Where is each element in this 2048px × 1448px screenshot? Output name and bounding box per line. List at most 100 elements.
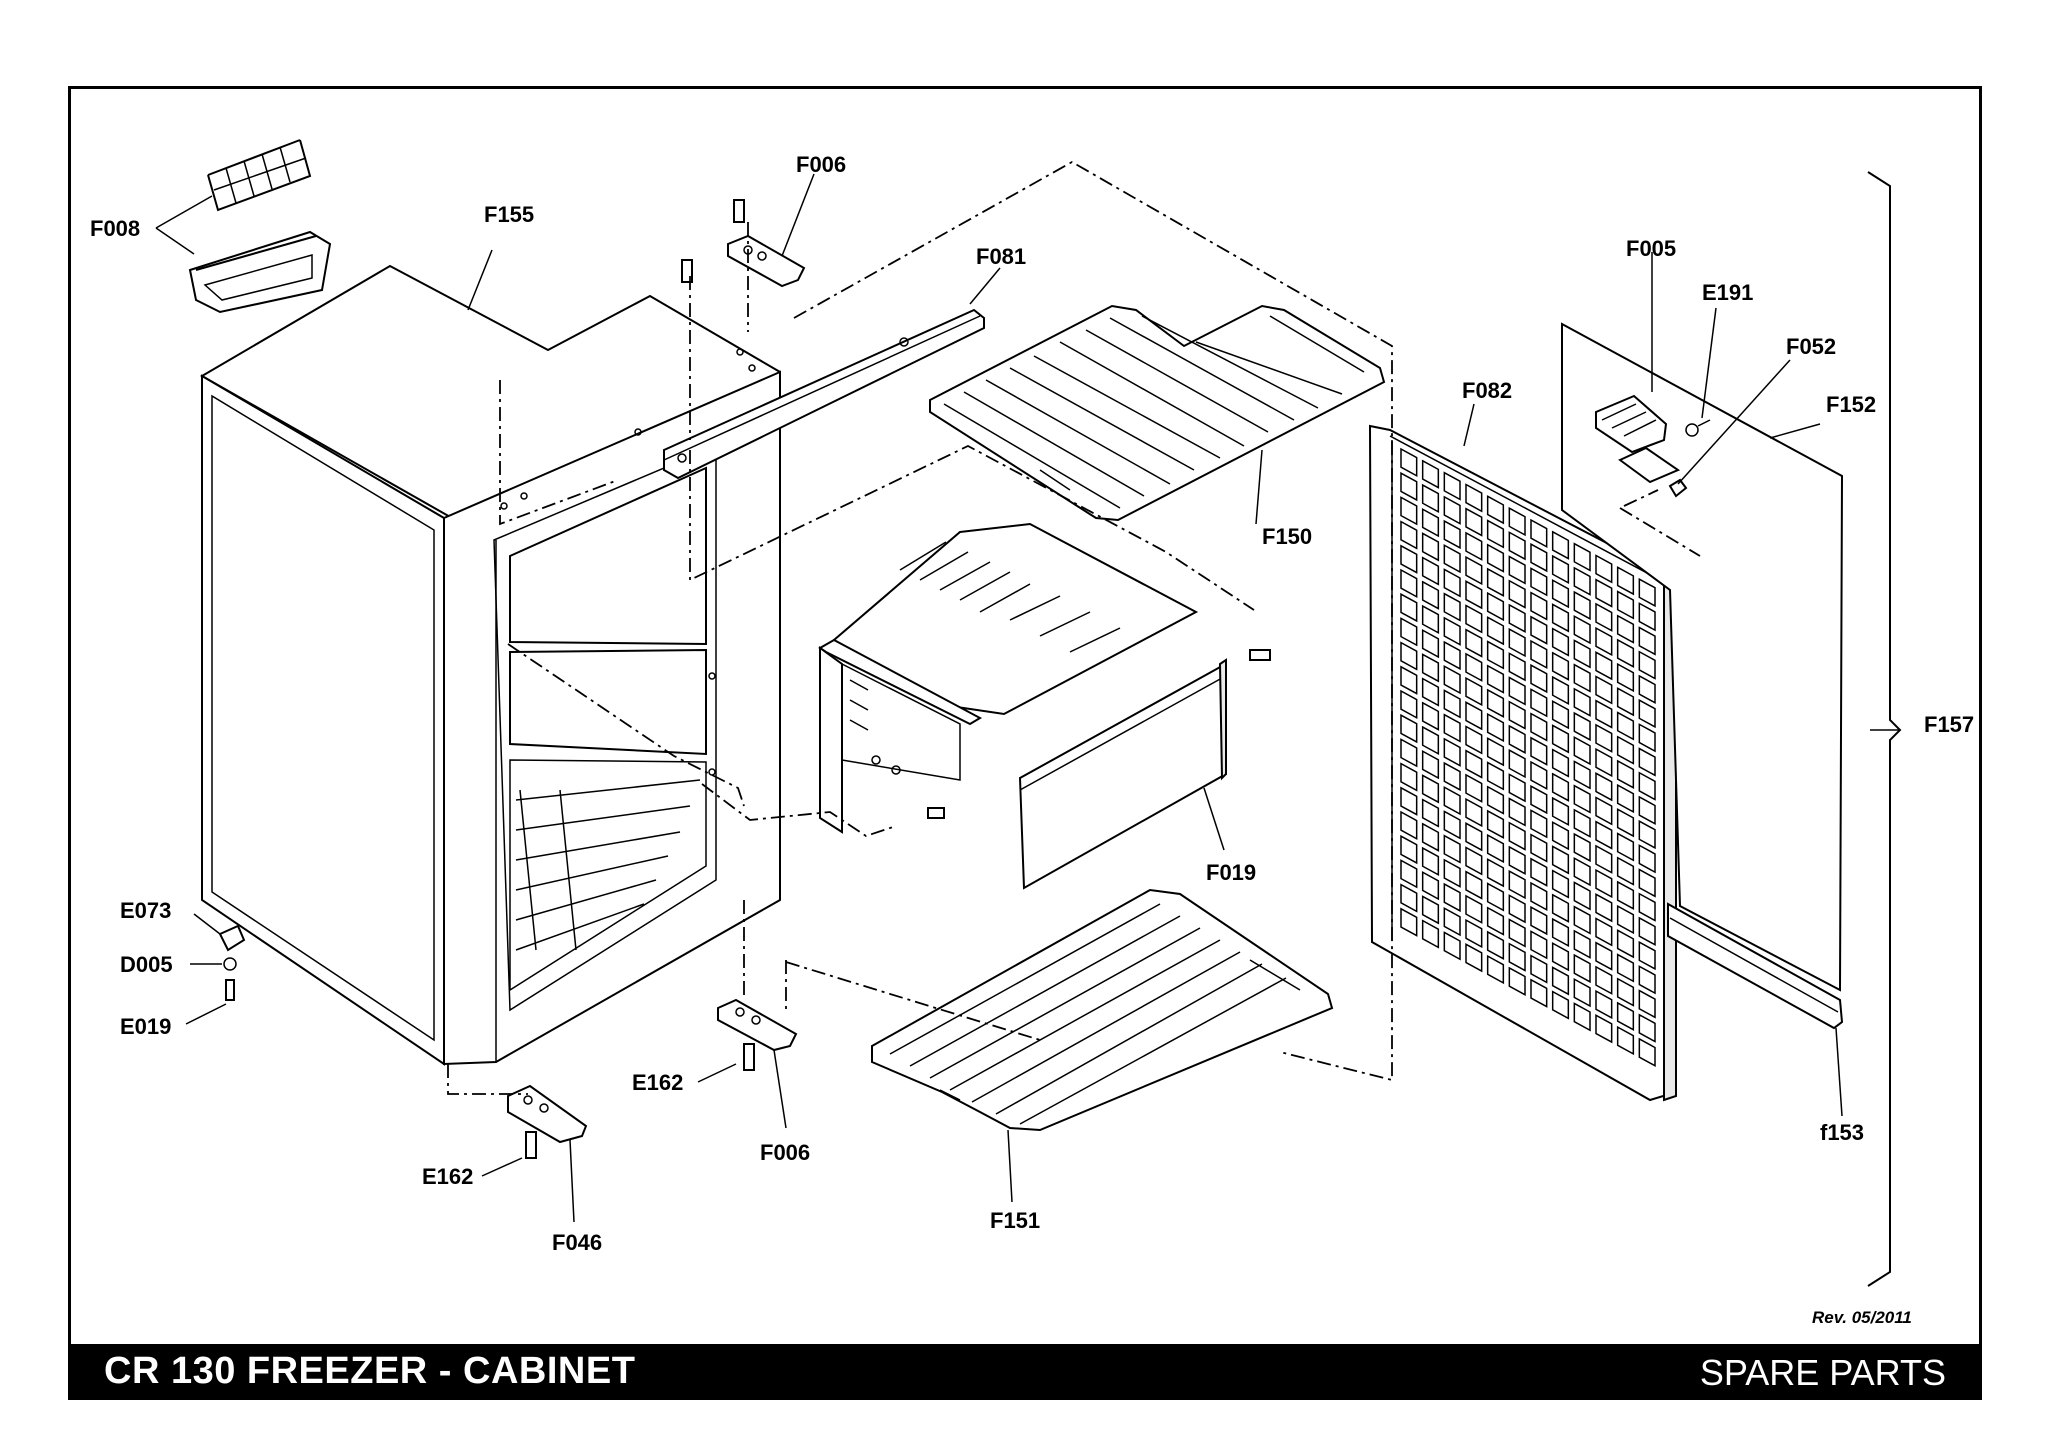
part-labels: F008 F155 F006 F081 F005 E191 F052 F082 … bbox=[90, 152, 1974, 1255]
door-back-part bbox=[1561, 322, 1844, 1030]
label-F052: F052 bbox=[1786, 334, 1836, 359]
door-grid-cell bbox=[1443, 544, 1461, 574]
door-grid-cell bbox=[1443, 786, 1461, 816]
door-grid-cell bbox=[1530, 567, 1548, 597]
label-F005: F005 bbox=[1626, 236, 1676, 261]
door-grid-cell bbox=[1400, 544, 1418, 574]
door-grid-cell bbox=[1486, 688, 1505, 718]
door-grid-cell bbox=[1508, 579, 1526, 609]
door-grid-cell bbox=[1595, 844, 1613, 874]
door-grid-cell bbox=[1616, 566, 1635, 596]
door-grid-cell bbox=[1508, 603, 1526, 633]
door-grid-cell bbox=[1508, 676, 1526, 706]
door-grid-cell bbox=[1638, 674, 1656, 704]
door-grid-cell bbox=[1551, 699, 1570, 730]
label-F019: F019 bbox=[1206, 860, 1256, 885]
door-grid-cell bbox=[1421, 846, 1440, 877]
door-grid-cell bbox=[1443, 907, 1461, 937]
door-grid-cell bbox=[1443, 858, 1461, 888]
door-grid-cell bbox=[1638, 747, 1656, 777]
door-grid-cell bbox=[1486, 833, 1505, 864]
door-grid-cell bbox=[1616, 929, 1635, 959]
door-panel-part bbox=[1368, 424, 1677, 1102]
door-grid-cell bbox=[1551, 748, 1570, 778]
door-grid-cell bbox=[1486, 519, 1505, 549]
door-grid-cell bbox=[1551, 893, 1570, 923]
door-grid-cell bbox=[1443, 689, 1461, 719]
door-grid-cell bbox=[1443, 810, 1461, 840]
label-E162-mid: E162 bbox=[632, 1070, 683, 1095]
door-grid-cell bbox=[1530, 736, 1548, 766]
door-grid-cell bbox=[1443, 640, 1461, 671]
door-grid-cell bbox=[1508, 918, 1526, 948]
door-grid-cell bbox=[1573, 711, 1591, 742]
door-grid-cell bbox=[1595, 917, 1613, 947]
door-grid-cell bbox=[1595, 965, 1613, 995]
door-grid-cell bbox=[1595, 1014, 1613, 1044]
door-grid-cell bbox=[1638, 1013, 1656, 1043]
door-grid-cell bbox=[1421, 749, 1440, 780]
door-grid-cell bbox=[1443, 616, 1461, 646]
door-grid-cell bbox=[1421, 459, 1440, 489]
door-grid-cell bbox=[1486, 640, 1505, 670]
door-grid-cell bbox=[1421, 532, 1440, 562]
door-grid-cell bbox=[1551, 578, 1570, 609]
door-grid-cell bbox=[1616, 735, 1635, 765]
door-grid-cell bbox=[1595, 820, 1613, 850]
door-grid-cell bbox=[1443, 568, 1461, 598]
door-grid-cell bbox=[1508, 724, 1526, 754]
door-grid-cell bbox=[1551, 796, 1570, 827]
door-grid-cell bbox=[1486, 543, 1505, 573]
door-grid-cell bbox=[1508, 845, 1526, 875]
door-grid-cell bbox=[1421, 701, 1440, 731]
door-grid-cell bbox=[1443, 592, 1461, 622]
door-grid-cell bbox=[1400, 859, 1418, 889]
door-grid-cell bbox=[1551, 724, 1570, 754]
door-grid-cell bbox=[1573, 905, 1591, 935]
door-grid-cell bbox=[1421, 774, 1440, 804]
door-grid-cell bbox=[1421, 604, 1440, 635]
door-grid-cell bbox=[1465, 773, 1483, 803]
door-grid-cell bbox=[1551, 820, 1570, 851]
door-grid-cell bbox=[1616, 1001, 1635, 1031]
door-grid-cell bbox=[1595, 723, 1613, 753]
door-grid-cell bbox=[1638, 916, 1656, 946]
leader-lines bbox=[155, 173, 1900, 1223]
door-grid-cell bbox=[1465, 701, 1483, 731]
door-grid-cell bbox=[1616, 614, 1635, 644]
door-grid-cell bbox=[1508, 627, 1526, 658]
door-grid-cell bbox=[1421, 677, 1440, 707]
label-E073: E073 bbox=[120, 898, 171, 923]
door-grid-cell bbox=[1616, 662, 1635, 693]
door-grid-cell bbox=[1573, 760, 1591, 790]
door-grid-cell bbox=[1421, 507, 1440, 538]
door-grid-cell bbox=[1638, 650, 1656, 680]
door-grid-cell bbox=[1530, 930, 1548, 960]
door-grid-cell bbox=[1465, 507, 1483, 537]
door-grid-cell bbox=[1486, 906, 1505, 936]
door-grid-cell bbox=[1465, 943, 1483, 973]
evaporator-part bbox=[818, 522, 1271, 834]
door-grid-cell bbox=[1465, 628, 1483, 658]
door-grid-cell bbox=[1551, 651, 1570, 681]
lower-shelf-part bbox=[871, 888, 1334, 1132]
door-grid-cell bbox=[1508, 966, 1526, 996]
door-grid-cell bbox=[1638, 868, 1656, 898]
label-F046: F046 bbox=[552, 1230, 602, 1255]
door-grid-cell bbox=[1508, 700, 1526, 730]
door-grid-cell bbox=[1551, 941, 1570, 972]
door-grid-cell bbox=[1465, 531, 1483, 561]
door-grid-cell bbox=[1595, 651, 1613, 681]
door-grid-cell bbox=[1465, 749, 1483, 779]
label-F006-bottom: F006 bbox=[760, 1140, 810, 1165]
label-F157: F157 bbox=[1924, 712, 1974, 737]
door-grid-cell bbox=[1486, 664, 1505, 694]
door-grid-cell bbox=[1400, 786, 1418, 816]
door-grid-cell bbox=[1421, 822, 1440, 852]
door-grid-cell bbox=[1616, 687, 1635, 717]
section-title: SPARE PARTS bbox=[1699, 1352, 1946, 1393]
door-grid-cell bbox=[1530, 809, 1548, 839]
door-grid-cell bbox=[1508, 555, 1526, 585]
door-grid-cell bbox=[1508, 869, 1526, 900]
